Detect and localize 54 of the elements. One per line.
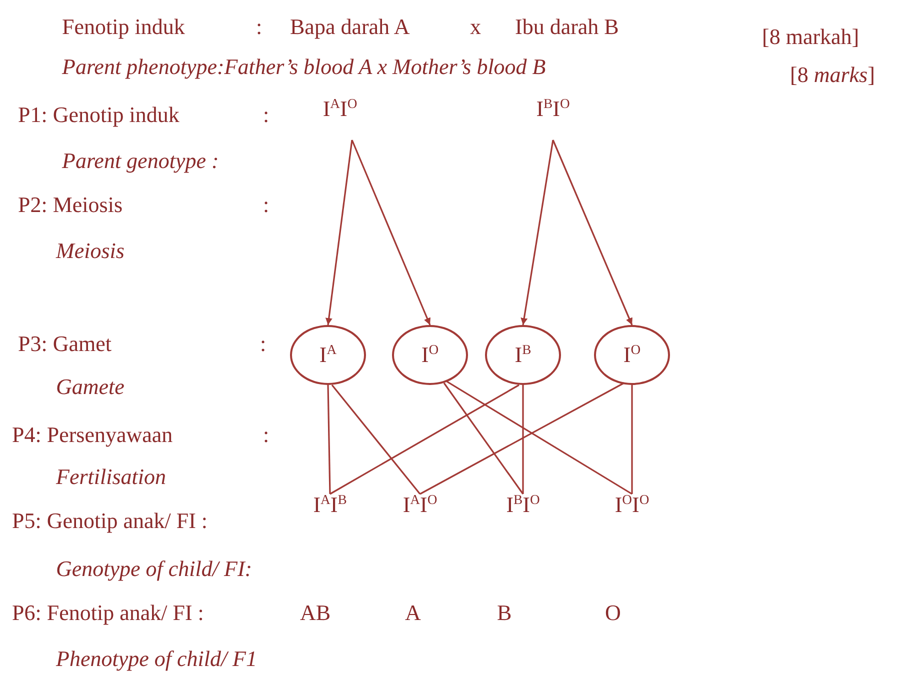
genotype-label: I$^{A}$I$^{B}$ [290,494,370,516]
text-label: P4: Persenyawaan [12,422,173,448]
gamete-circle [290,325,366,385]
text-label: B [497,600,512,626]
connector-line [446,380,632,495]
genotype-label: I$^{B}$I$^{O}$ [513,98,593,120]
text-label: O [605,600,621,626]
allele-label: I$^{A}$ [319,342,337,368]
genotype-label: I$^{B}$I$^{O}$ [483,494,563,516]
text-label: Fenotip induk [62,14,185,40]
text-label: : [263,422,270,448]
arrow [552,140,633,326]
genotype-label: I$^{A}$I$^{O}$ [300,98,380,120]
text-label: P1: Genotip induk [18,102,180,128]
text-label: [8 markah] [762,24,860,50]
genotype-label: I$^{A}$I$^{O}$ [380,494,460,516]
connector-line [522,385,524,494]
connector-line [420,382,624,495]
allele-label: I$^{O}$ [421,342,439,368]
text-label: : [256,14,262,40]
text-label: P2: Meiosis [18,192,123,218]
text-label: Genotype of child/ FI: [56,556,252,582]
text-label: A [405,600,421,626]
allele-label: I$^{B}$ [514,342,532,368]
text-label: P3: Gamet [18,331,112,357]
connector-line [443,382,524,494]
connector-line [330,384,520,495]
text-label: Ibu darah B [515,14,619,40]
text-label: : [263,192,270,218]
text-label: P5: Genotip anak/ FI : [12,508,208,534]
text-label: Gamete [56,374,124,400]
allele-label: I$^{O}$ [623,342,641,368]
text-label: [8 marks] [790,62,875,88]
text-label: Bapa darah A [290,14,410,40]
arrow [351,140,431,326]
gamete-circle [485,325,561,385]
connector-line [327,384,331,494]
gamete-circle [392,325,468,385]
arrow [520,140,554,326]
text-label: x [470,14,481,40]
text-label: : [260,331,266,357]
text-label: Meiosis [56,238,124,264]
connector-line [331,384,421,494]
arrow [325,140,353,326]
text-label: AB [300,600,331,626]
text-label: P6: Fenotip anak/ FI : [12,600,204,626]
text-label: Fertilisation [56,464,166,490]
text-label: Phenotype of child/ F1 [56,646,257,672]
text-label: Parent genotype : [62,148,219,174]
connector-line [631,385,633,494]
genotype-label: I$^{O}$I$^{O}$ [592,494,672,516]
text-label: Parent phenotype:Father’s blood A x Mother’s blood B [62,54,546,80]
gamete-circle [594,325,670,385]
text-label: : [263,102,270,128]
